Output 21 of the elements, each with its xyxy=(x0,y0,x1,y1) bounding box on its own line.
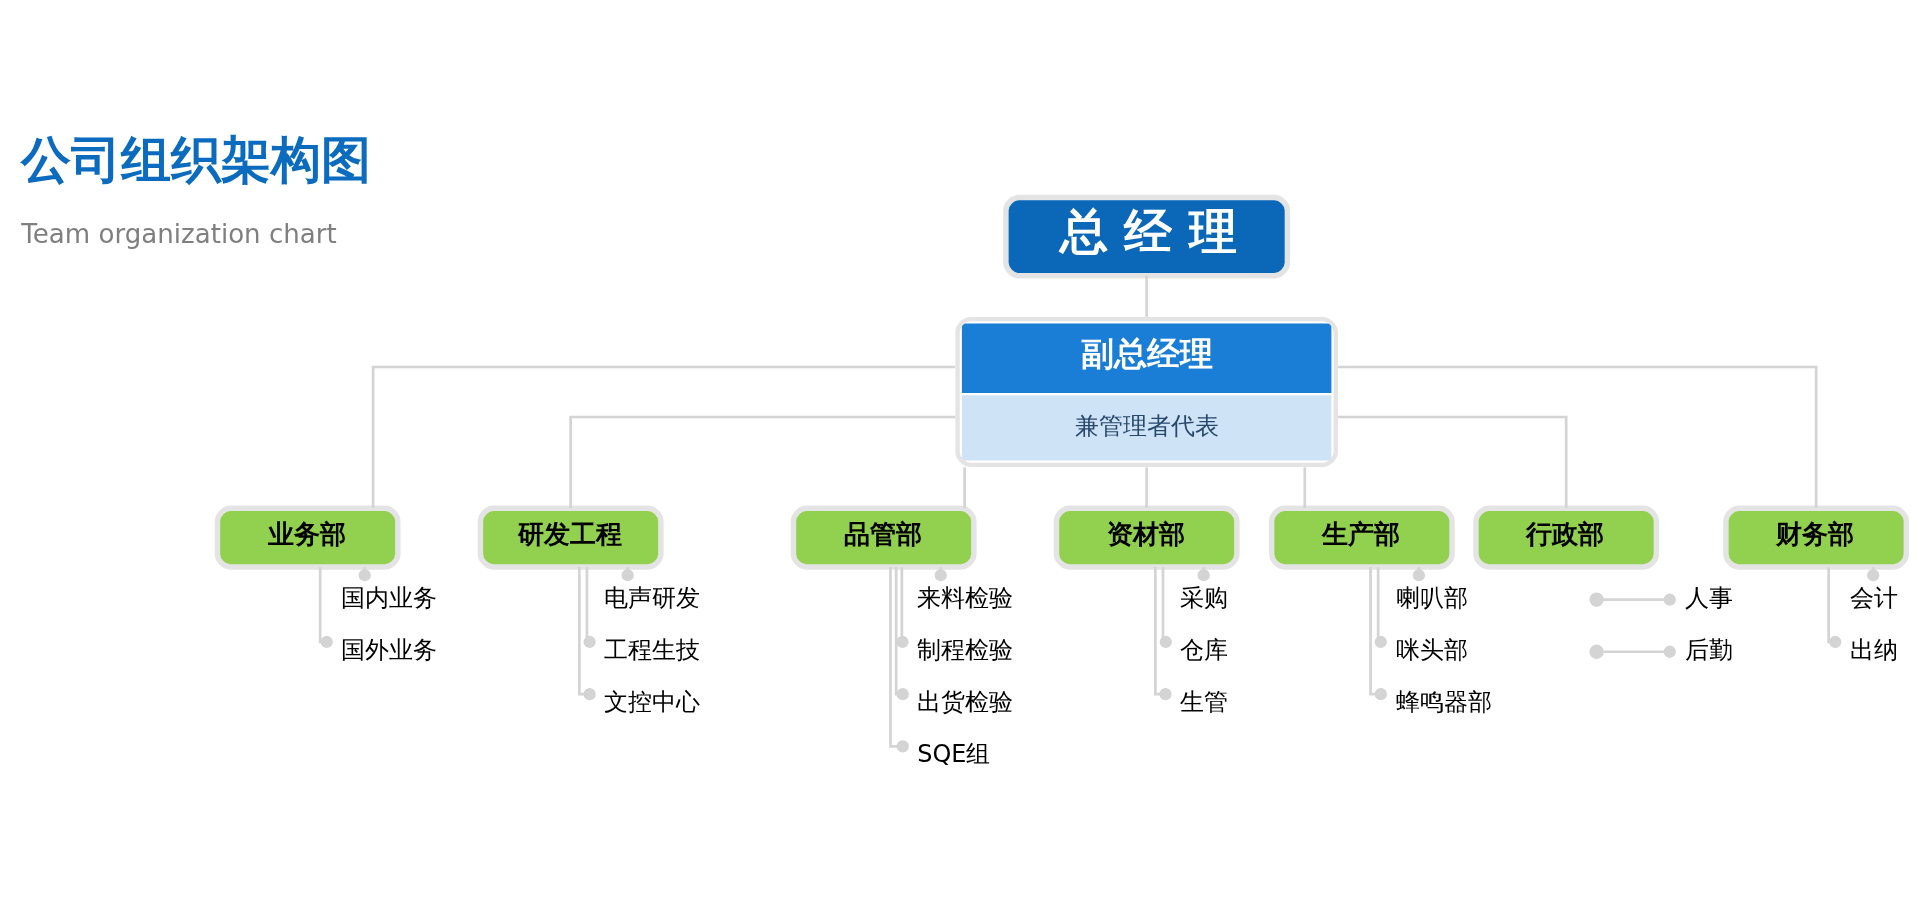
node-text: 采购 xyxy=(1180,583,1229,612)
node-text: 来料检验 xyxy=(917,583,1014,612)
node-text: 咪头部 xyxy=(1395,635,1468,664)
node-text: 喇叭部 xyxy=(1395,583,1468,612)
node-text: SQE组 xyxy=(917,739,991,768)
node-text: 工程生技 xyxy=(604,635,701,664)
node-text: 国内业务 xyxy=(341,583,438,612)
node-text: 生管 xyxy=(1180,687,1229,716)
diagram-title: 公司组织架构图 xyxy=(21,130,372,189)
node-text: 文控中心 xyxy=(604,687,701,716)
node-text: 制程检验 xyxy=(917,635,1014,664)
node-text: 后勤 xyxy=(1684,635,1733,664)
label: Team organization chart xyxy=(21,218,337,249)
node-text: 蜂鸣器部 xyxy=(1395,687,1492,716)
node-text: 出货检验 xyxy=(917,687,1014,716)
node-text: 会计 xyxy=(1849,583,1898,612)
node-text: 国外业务 xyxy=(341,635,438,664)
node-text: 仓库 xyxy=(1180,635,1229,664)
node-text: 电声研发 xyxy=(604,583,701,612)
node-text: 人事 xyxy=(1684,583,1733,612)
node-text: 出纳 xyxy=(1849,635,1898,664)
